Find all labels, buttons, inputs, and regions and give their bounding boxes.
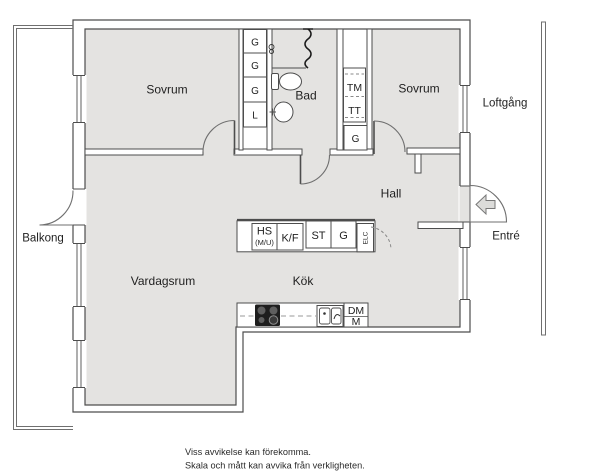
m-label: M <box>352 316 361 328</box>
dm-label: DM <box>348 305 364 317</box>
entre-door <box>469 184 508 223</box>
area-label-loftgang: Loftgång <box>483 98 528 110</box>
footer-line-1: Viss avvikelse kan förekomma. <box>185 447 311 457</box>
footer: Viss avvikelse kan förekomma. Skala och … <box>185 447 365 471</box>
st-unit <box>305 220 332 249</box>
hall-wall-stub <box>414 153 422 174</box>
area-label-entre: Entré <box>492 231 520 243</box>
room-label-bad: Bad <box>295 89 316 103</box>
left-wall-openings <box>71 75 87 388</box>
toilet-icon <box>271 72 302 91</box>
room-label-sovrum-right: Sovrum <box>398 82 439 96</box>
balcony-railing <box>13 25 73 430</box>
closet-label-1: G <box>251 38 259 49</box>
area-label-balkong: Balkong <box>22 233 64 245</box>
elc-unit <box>356 223 374 253</box>
room-label-vardagsrum: Vardagsrum <box>131 274 195 288</box>
shower-curtain-icon <box>304 28 312 69</box>
washbasin-icon <box>269 101 294 123</box>
hs-label: HS <box>257 226 272 238</box>
partition-walls <box>84 28 464 229</box>
hall-entre-wall <box>417 221 464 229</box>
dryer-label: TT <box>348 105 361 117</box>
kitchen-counter <box>236 302 369 328</box>
g-kitchen-label: G <box>339 230 348 242</box>
room-label-sovrum-left: Sovrum <box>146 83 187 97</box>
washer-label: TM <box>347 82 362 94</box>
dishwasher-unit <box>343 302 369 328</box>
outer-walls <box>72 19 471 413</box>
kitchen-tall-units <box>236 218 392 253</box>
room-label-kok: Kök <box>293 274 315 288</box>
st-label: ST <box>311 230 325 242</box>
right-wall-openings <box>458 85 472 300</box>
laundry-units <box>343 67 368 151</box>
closet-label-3: G <box>251 86 259 97</box>
entrance-arrow-icon <box>475 193 496 216</box>
elc-door-swing <box>370 226 392 250</box>
g-unit <box>330 220 357 249</box>
floor-drain-icon <box>268 44 275 54</box>
bathroom-door <box>299 154 331 185</box>
balcony-door-opening <box>71 189 87 225</box>
footer-line-2: Skala och mått kan avvika från verklighe… <box>185 461 365 471</box>
room-label-hall: Hall <box>381 187 402 201</box>
bathroom-fixtures <box>268 28 313 123</box>
closet-label-2: G <box>251 61 259 72</box>
kitchen-sink-icon <box>316 305 344 327</box>
kf-label: K/F <box>281 233 298 245</box>
closet-label-4: L <box>252 111 258 122</box>
elc-label: ELC <box>363 231 370 244</box>
doors <box>39 119 406 226</box>
stove-icon <box>255 304 280 326</box>
hs-sub-label: (M/U) <box>255 238 274 247</box>
closet-boxes <box>243 29 267 128</box>
sovrum-right-door <box>373 120 406 154</box>
sovrum-left-door <box>202 119 236 154</box>
laundry-cabinet-label: G <box>352 134 360 145</box>
hs-unit <box>251 223 278 251</box>
kf-unit <box>276 223 304 251</box>
loftgang-railing <box>541 21 546 336</box>
balcony-door <box>39 190 74 226</box>
